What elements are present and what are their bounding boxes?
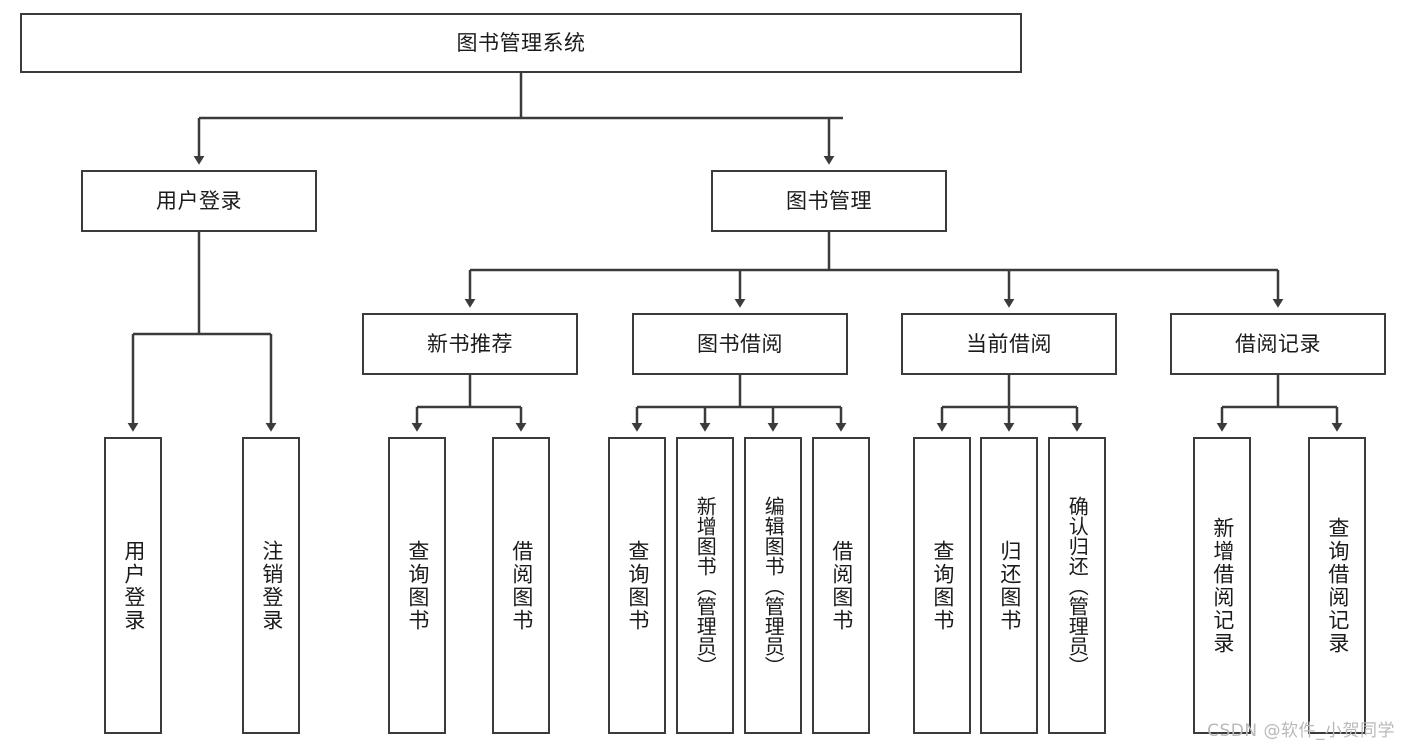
node-label: 图书管理 [786,188,872,213]
node-label: 编辑图书（管理员） [761,495,786,676]
node-label: 借阅记录 [1235,331,1321,356]
node-label: 借阅图书 [829,539,854,632]
leaf-book-borrow-edit-book[interactable]: 编辑图书（管理员） [744,437,802,734]
node-current-borrow[interactable]: 当前借阅 [901,313,1117,375]
node-label: 注销登录 [259,539,284,632]
node-label: 新书推荐 [427,331,513,356]
leaf-user-login-login[interactable]: 用户登录 [104,437,162,734]
leaf-book-borrow-borrow-book[interactable]: 借阅图书 [812,437,870,734]
leaf-borrow-record-add-record[interactable]: 新增借阅记录 [1193,437,1251,734]
leaf-book-borrow-query-book[interactable]: 查询图书 [608,437,666,734]
node-label: 新增借阅记录 [1210,516,1235,655]
node-label: 新增图书（管理员） [693,495,718,676]
leaf-current-borrow-confirm-return[interactable]: 确认归还（管理员） [1048,437,1106,734]
node-label: 归还图书 [997,539,1022,632]
node-label: 查询图书 [405,539,430,632]
node-book-management[interactable]: 图书管理 [711,170,947,232]
node-new-book-recommend[interactable]: 新书推荐 [362,313,578,375]
node-label: 用户登录 [121,539,146,632]
node-label: 查询图书 [625,539,650,632]
node-label: 确认归还（管理员） [1065,495,1090,676]
node-label: 图书管理系统 [456,30,586,55]
leaf-borrow-record-query-record[interactable]: 查询借阅记录 [1308,437,1366,734]
node-label: 图书借阅 [697,331,783,356]
leaf-current-borrow-query-book[interactable]: 查询图书 [913,437,971,734]
node-label: 查询图书 [930,539,955,632]
node-root-book-management-system[interactable]: 图书管理系统 [20,13,1022,73]
leaf-new-book-query-book[interactable]: 查询图书 [388,437,446,734]
node-label: 查询借阅记录 [1325,516,1350,655]
node-book-borrow[interactable]: 图书借阅 [632,313,848,375]
leaf-new-book-borrow-book[interactable]: 借阅图书 [492,437,550,734]
leaf-current-borrow-return-book[interactable]: 归还图书 [980,437,1038,734]
leaf-user-login-logout[interactable]: 注销登录 [242,437,300,734]
node-label: 用户登录 [156,188,242,213]
node-user-login[interactable]: 用户登录 [81,170,317,232]
leaf-book-borrow-add-book[interactable]: 新增图书（管理员） [676,437,734,734]
node-label: 当前借阅 [966,331,1052,356]
node-borrow-record[interactable]: 借阅记录 [1170,313,1386,375]
node-label: 借阅图书 [509,539,534,632]
